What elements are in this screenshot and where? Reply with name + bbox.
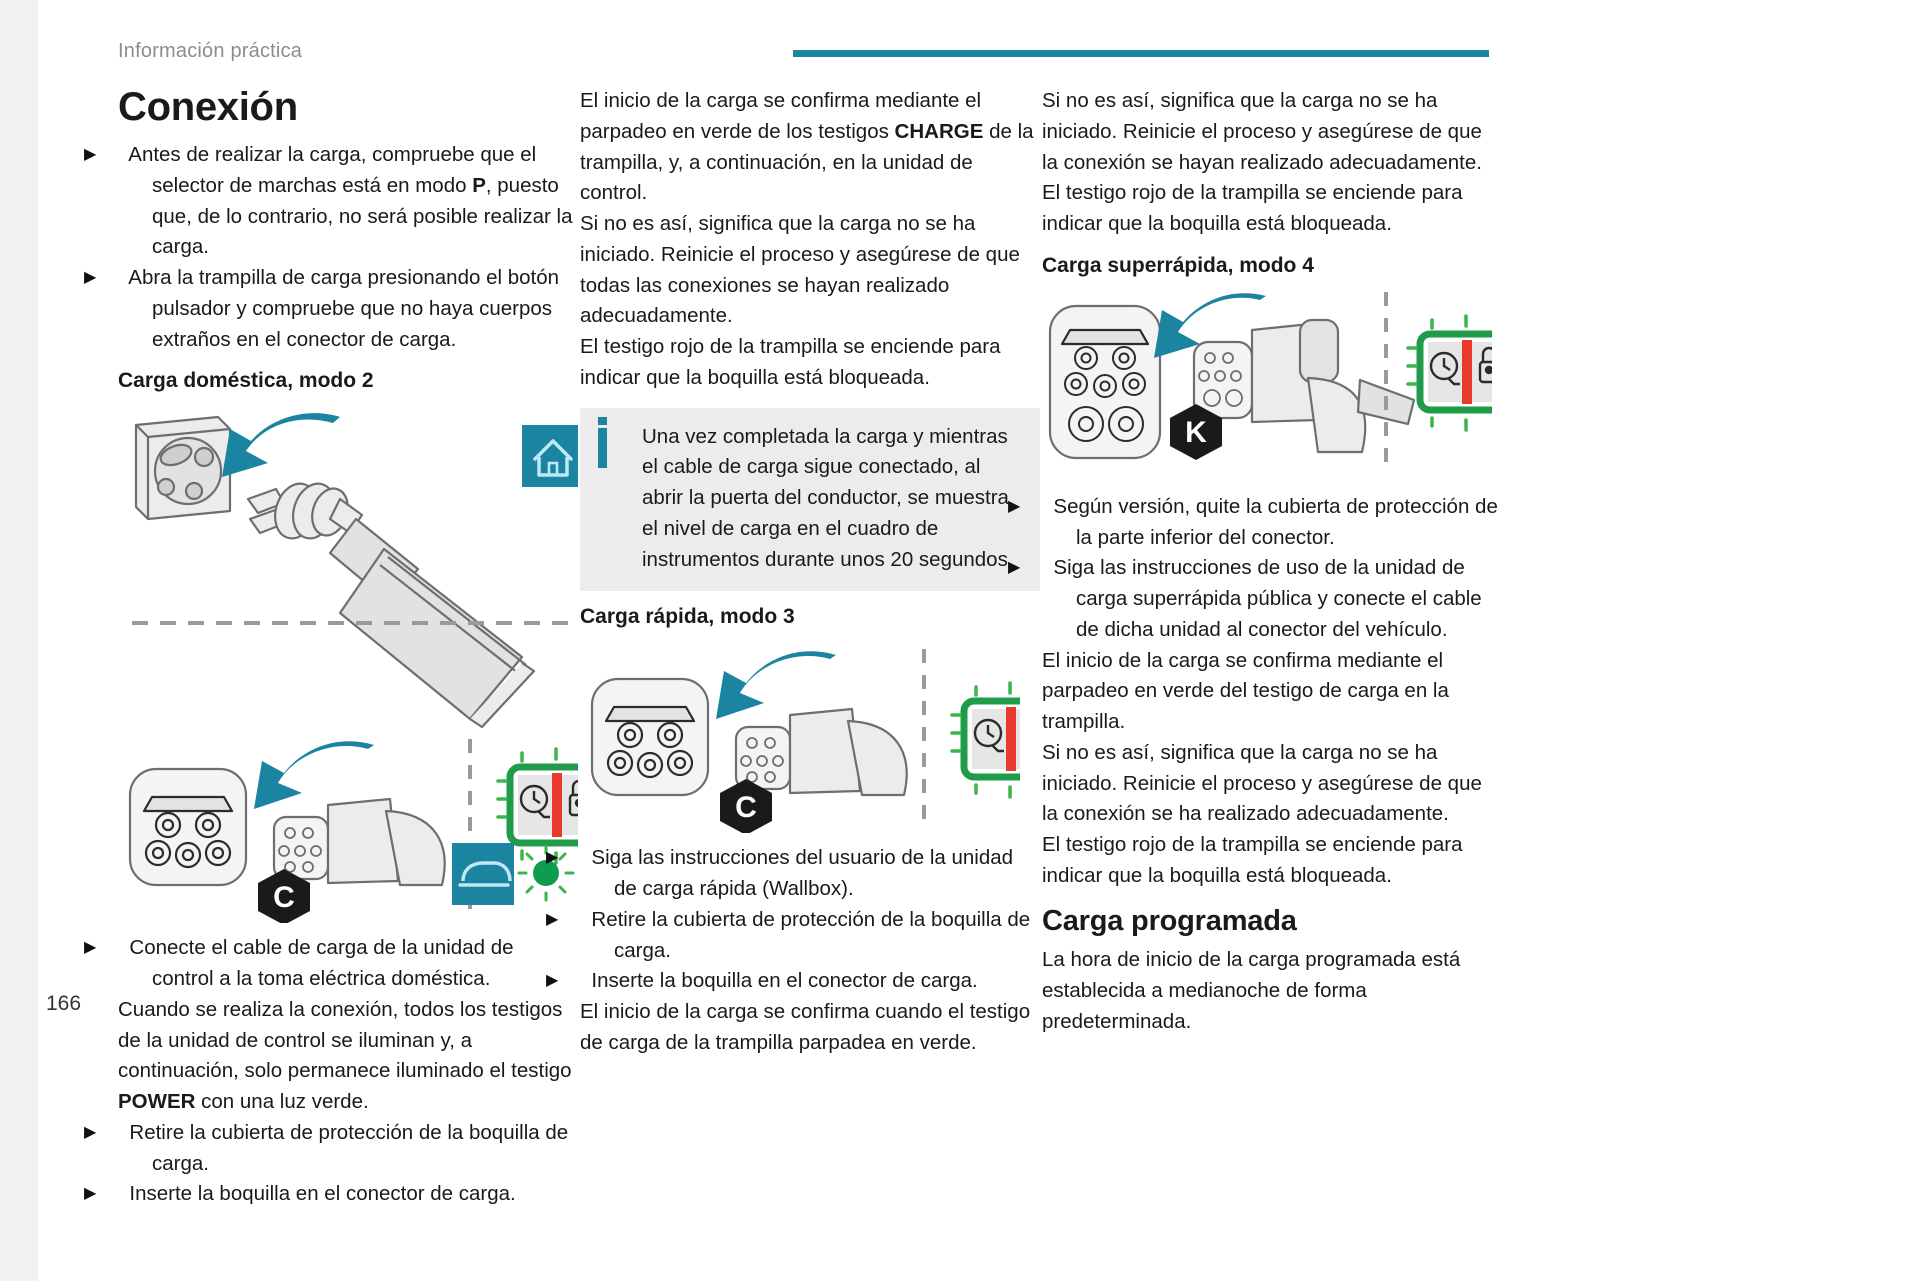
hex-label-c: C <box>720 779 772 834</box>
bullet-follow-public-unit: Siga las instrucciones de uso de la unid… <box>1042 553 1502 645</box>
bullet-remove-cover: Retire la cubierta de protección de la b… <box>580 905 1040 967</box>
bullet-text: Siga las instrucciones de uso de la unid… <box>1053 556 1482 641</box>
svg-text:C: C <box>273 881 295 914</box>
para-red-indicator: El testigo rojo de la trampilla se encie… <box>1042 833 1463 887</box>
svg-text:C: C <box>735 791 757 824</box>
column-2: El inicio de la carga se confirma median… <box>580 86 1040 1210</box>
running-header: Información práctica <box>118 40 303 62</box>
bullet-insert-nozzle: Inserte la boquilla en el conector de ca… <box>580 966 1040 997</box>
heading-superfast-charging-mode-4: Carga superrápida, modo 4 <box>1042 253 1314 277</box>
column-1: Conexión Antes de realizar la carga, com… <box>118 86 578 1210</box>
hex-label-k: K <box>1170 403 1222 460</box>
green-dot-flashing <box>533 860 559 887</box>
section-title-scheduled-charging: Carga programada <box>1042 904 1297 937</box>
bullet-text-post: , puesto que, de lo contrario, no será p… <box>152 173 573 259</box>
para-text-bold: CHARGE <box>894 119 984 143</box>
bullet-follow-wallbox: Siga las instrucciones del usuario de la… <box>580 843 1040 905</box>
bullet-text: Abra la trampilla de carga presionando e… <box>128 266 560 351</box>
para-not-started: Si no es así, significa que la carga no … <box>580 212 1020 328</box>
bullet-open-charging-flap: Abra la trampilla de carga presionando e… <box>118 263 578 355</box>
bullet-text: Según versión, quite la cubierta de prot… <box>1053 494 1498 549</box>
para-text-pre: Cuando se realiza la conexión, todos los… <box>118 997 572 1083</box>
info-callout: Una vez completada la carga y mientras e… <box>580 407 1040 592</box>
para-charge-confirm-green: El inicio de la carga se confirma median… <box>1042 648 1449 734</box>
home-icon <box>522 425 578 488</box>
bullet-text-pre: Antes de realizar la carga, compruebe qu… <box>128 143 537 197</box>
column-3: Si no es así, significa que la carga no … <box>1042 86 1502 1210</box>
bullet-text: Conecte el cable de carga de la unidad d… <box>129 936 514 990</box>
car-icon <box>452 843 514 906</box>
bullet-text: Siga las instrucciones del usuario de la… <box>591 846 1014 900</box>
info-icon-dot <box>598 416 607 425</box>
para-text-post: de la trampilla, y, a continuación, en l… <box>580 119 1034 205</box>
para-text-bold: POWER <box>118 1090 196 1113</box>
para-not-started: Si no es así, significa que la carga no … <box>1042 740 1482 826</box>
para-power-indicator: Cuando se realiza la conexión, todos los… <box>118 995 578 1118</box>
info-icon-bar <box>598 427 607 468</box>
superfast-charging-mode-4-diagram: K <box>1042 291 1502 482</box>
bullet-text: Retire la cubierta de protección de la b… <box>591 907 1031 962</box>
bullet-remove-lower-cover: Según versión, quite la cubierta de prot… <box>1042 492 1502 554</box>
fast-charging-mode-3-diagram: C <box>580 643 1040 834</box>
charge-status-indicator <box>496 747 578 865</box>
para-not-started: Si no es así, significa que la carga no … <box>1042 89 1482 174</box>
bullet-text-bold: P <box>472 173 486 197</box>
para-red-indicator: El testigo rojo de la trampilla se encie… <box>1042 181 1463 235</box>
bullet-check-gear-selector: Antes de realizar la carga, compruebe qu… <box>118 140 578 263</box>
heading-domestic-charging-mode-2: Carga doméstica, modo 2 <box>118 369 374 393</box>
domestic-charging-mode-2-diagram: C <box>118 407 578 924</box>
para-text-post: con una luz verde. <box>195 1090 369 1113</box>
para-text-pre: El inicio de la carga se confirma median… <box>580 89 982 143</box>
left-margin-band <box>0 0 38 1281</box>
bullet-remove-cover: Retire la cubierta de protección de la b… <box>118 1118 578 1180</box>
bullet-text: Inserte la boquilla en el conector de ca… <box>129 1182 516 1206</box>
page-columns: Conexión Antes de realizar la carga, com… <box>0 86 1920 1210</box>
bullet-insert-nozzle: Inserte la boquilla en el conector de ca… <box>118 1179 578 1210</box>
para-scheduled-default: La hora de inicio de la carga programada… <box>1042 948 1461 1033</box>
bullet-text: Retire la cubierta de protección de la b… <box>129 1120 569 1175</box>
bullet-connect-cable: Conecte el cable de carga de la unidad d… <box>118 933 578 995</box>
para-charge-confirm-green: El inicio de la carga se confirma cuando… <box>580 1000 1031 1054</box>
charge-status-indicator <box>950 681 1020 799</box>
charge-status-indicator <box>1406 314 1492 432</box>
bullet-text: Inserte la boquilla en el conector de ca… <box>591 969 978 993</box>
para-charge-confirm: El inicio de la carga se confirma median… <box>580 86 1040 209</box>
heading-fast-charging-mode-3: Carga rápida, modo 3 <box>580 605 795 629</box>
hex-label-c: C <box>258 869 310 924</box>
svg-text:K: K <box>1185 416 1207 449</box>
page-number: 166 <box>46 992 82 1015</box>
header-rule <box>793 50 1489 57</box>
para-red-indicator: El testigo rojo de la trampilla se encie… <box>580 335 1001 389</box>
page-title: Conexión <box>118 85 298 129</box>
callout-text: Una vez completada la carga y mientras e… <box>642 424 1014 571</box>
